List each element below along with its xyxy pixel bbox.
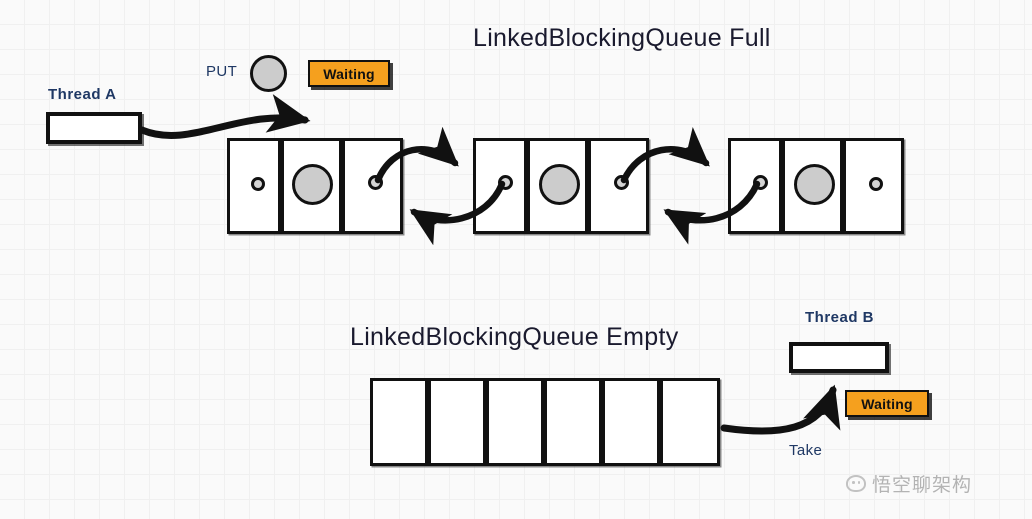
node-2-prev-pointer-dot-icon <box>498 175 513 190</box>
node-3-next-pointer-dot-icon <box>869 177 883 191</box>
node-1-next-pointer-dot-icon <box>368 175 383 190</box>
node-3-data-circle-icon <box>794 164 835 205</box>
thread-b-box[interactable] <box>789 342 889 373</box>
empty-queue-cell-4 <box>544 378 602 466</box>
thread-a-box[interactable] <box>46 112 142 144</box>
empty-queue-cell-1 <box>370 378 428 466</box>
node-3-prev-pointer-dot-icon <box>753 175 768 190</box>
thread-a-label: Thread A <box>48 86 117 103</box>
put-element-circle-icon <box>250 55 287 92</box>
empty-queue-cell-5 <box>602 378 660 466</box>
watermark: 悟空聊架构 <box>846 470 972 497</box>
top-section-title: LinkedBlockingQueue Full <box>473 24 771 52</box>
node-1-prev-pointer-dot-icon <box>251 177 265 191</box>
take-arrow <box>720 384 841 435</box>
node-2-data-circle-icon <box>539 164 580 205</box>
put-arrow <box>138 94 311 139</box>
empty-queue-cell-2 <box>428 378 486 466</box>
empty-queue-cell-6 <box>660 378 720 466</box>
wechat-icon <box>846 475 866 492</box>
bottom-section-title: LinkedBlockingQueue Empty <box>350 323 679 351</box>
node-1-prev-cell <box>227 138 281 234</box>
node-2-next-pointer-dot-icon <box>614 175 629 190</box>
put-label: PUT <box>206 63 238 80</box>
take-label: Take <box>789 442 823 459</box>
watermark-text: 悟空聊架构 <box>872 474 973 496</box>
empty-queue-cell-3 <box>486 378 544 466</box>
status-badge-waiting-take: Waiting <box>845 390 929 417</box>
thread-b-label: Thread B <box>805 309 875 326</box>
node-1-data-circle-icon <box>292 164 333 205</box>
status-badge-waiting-put: Waiting <box>308 60 390 87</box>
